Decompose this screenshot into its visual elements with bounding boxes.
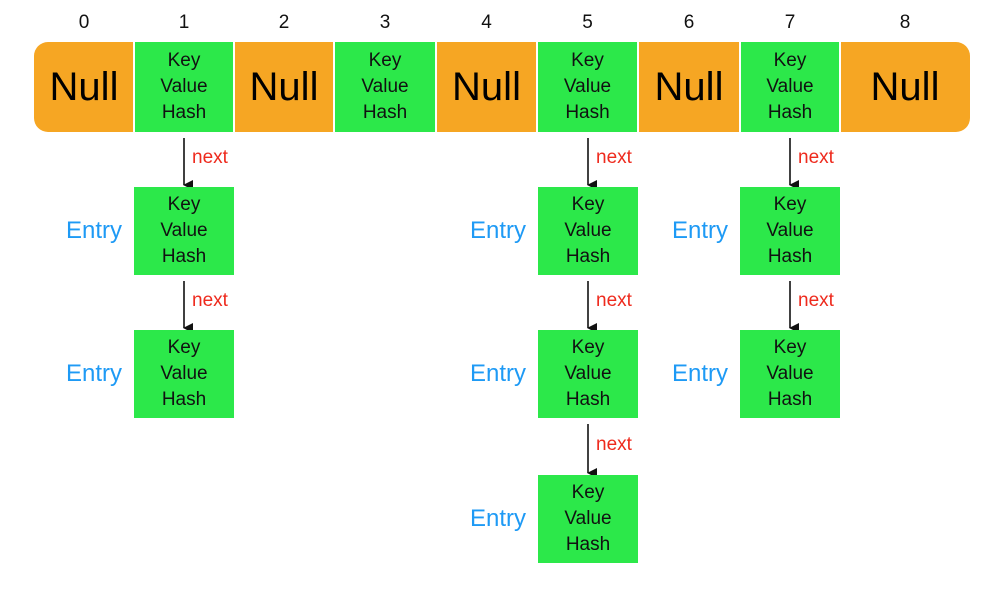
- bucket-index-5: 5: [582, 12, 593, 33]
- bucket-index-7: 7: [784, 12, 796, 33]
- node-field-hash: Hash: [161, 389, 207, 410]
- node-field-value: Value: [563, 76, 612, 97]
- next-pointer-label: next: [192, 290, 228, 311]
- node-field-hash: Hash: [161, 102, 207, 123]
- node-field-value: Value: [160, 363, 208, 384]
- entry-label: Entry: [671, 217, 728, 244]
- node-field-key: Key: [773, 194, 807, 215]
- node-field-hash: Hash: [767, 102, 813, 123]
- bucket-divider: [133, 42, 135, 132]
- node-field-key: Key: [571, 194, 605, 215]
- node-field-key: Key: [571, 482, 605, 503]
- node-field-value: Value: [766, 220, 814, 241]
- node-field-key: Key: [167, 337, 201, 358]
- next-pointer-label: next: [798, 147, 834, 168]
- bucket-null-2: Null: [249, 64, 319, 109]
- next-pointer-label: next: [596, 147, 632, 168]
- bucket-index-8: 8: [899, 12, 911, 33]
- entry-label: Entry: [65, 360, 122, 387]
- node-field-hash: Hash: [565, 102, 610, 123]
- bucket-divider: [637, 42, 639, 132]
- node-field-value: Value: [160, 76, 208, 97]
- node-field-hash: Hash: [161, 246, 207, 267]
- bucket-divider: [839, 42, 841, 132]
- bucket-null-6: Null: [654, 64, 724, 109]
- node-field-hash: Hash: [767, 246, 813, 267]
- entry-label: Entry: [469, 360, 526, 387]
- node-field-value: Value: [766, 363, 814, 384]
- node-field-key: Key: [167, 194, 201, 215]
- entry-label: Entry: [469, 217, 526, 244]
- bucket-divider: [536, 42, 538, 132]
- node-field-key: Key: [571, 337, 605, 358]
- bucket-divider: [435, 42, 437, 132]
- bucket-index-2: 2: [278, 12, 290, 33]
- next-pointer-label: next: [798, 290, 834, 311]
- node-field-hash: Hash: [565, 246, 611, 267]
- bucket-index-1: 1: [178, 12, 190, 33]
- bucket-null-4: Null: [452, 64, 521, 109]
- bucket-index-6: 6: [683, 12, 695, 33]
- node-field-hash: Hash: [767, 389, 813, 410]
- node-field-value: Value: [766, 76, 814, 97]
- node-field-key: Key: [773, 337, 807, 358]
- entry-label: Entry: [469, 505, 526, 532]
- node-field-value: Value: [564, 363, 612, 384]
- node-field-value: Value: [564, 220, 612, 241]
- node-field-key: Key: [368, 50, 402, 71]
- bucket-index-0: 0: [78, 12, 90, 33]
- bucket-index-3: 3: [379, 12, 391, 33]
- bucket-divider: [333, 42, 335, 132]
- node-field-hash: Hash: [565, 534, 611, 555]
- node-field-hash: Hash: [565, 389, 611, 410]
- bucket-divider: [739, 42, 741, 132]
- bucket-null-8: Null: [870, 64, 940, 109]
- node-field-value: Value: [361, 76, 409, 97]
- next-pointer-label: next: [192, 147, 228, 168]
- node-field-value: Value: [160, 220, 208, 241]
- node-field-key: Key: [773, 50, 807, 71]
- node-field-hash: Hash: [362, 102, 408, 123]
- bucket-divider: [233, 42, 235, 132]
- next-pointer-label: next: [596, 434, 632, 455]
- node-field-key: Key: [571, 50, 604, 71]
- bucket-index-4: 4: [481, 12, 492, 33]
- bucket-null-0: Null: [49, 64, 119, 109]
- entry-label: Entry: [65, 217, 122, 244]
- entry-label: Entry: [671, 360, 728, 387]
- next-pointer-label: next: [596, 290, 632, 311]
- node-field-key: Key: [167, 50, 201, 71]
- node-field-value: Value: [564, 508, 612, 529]
